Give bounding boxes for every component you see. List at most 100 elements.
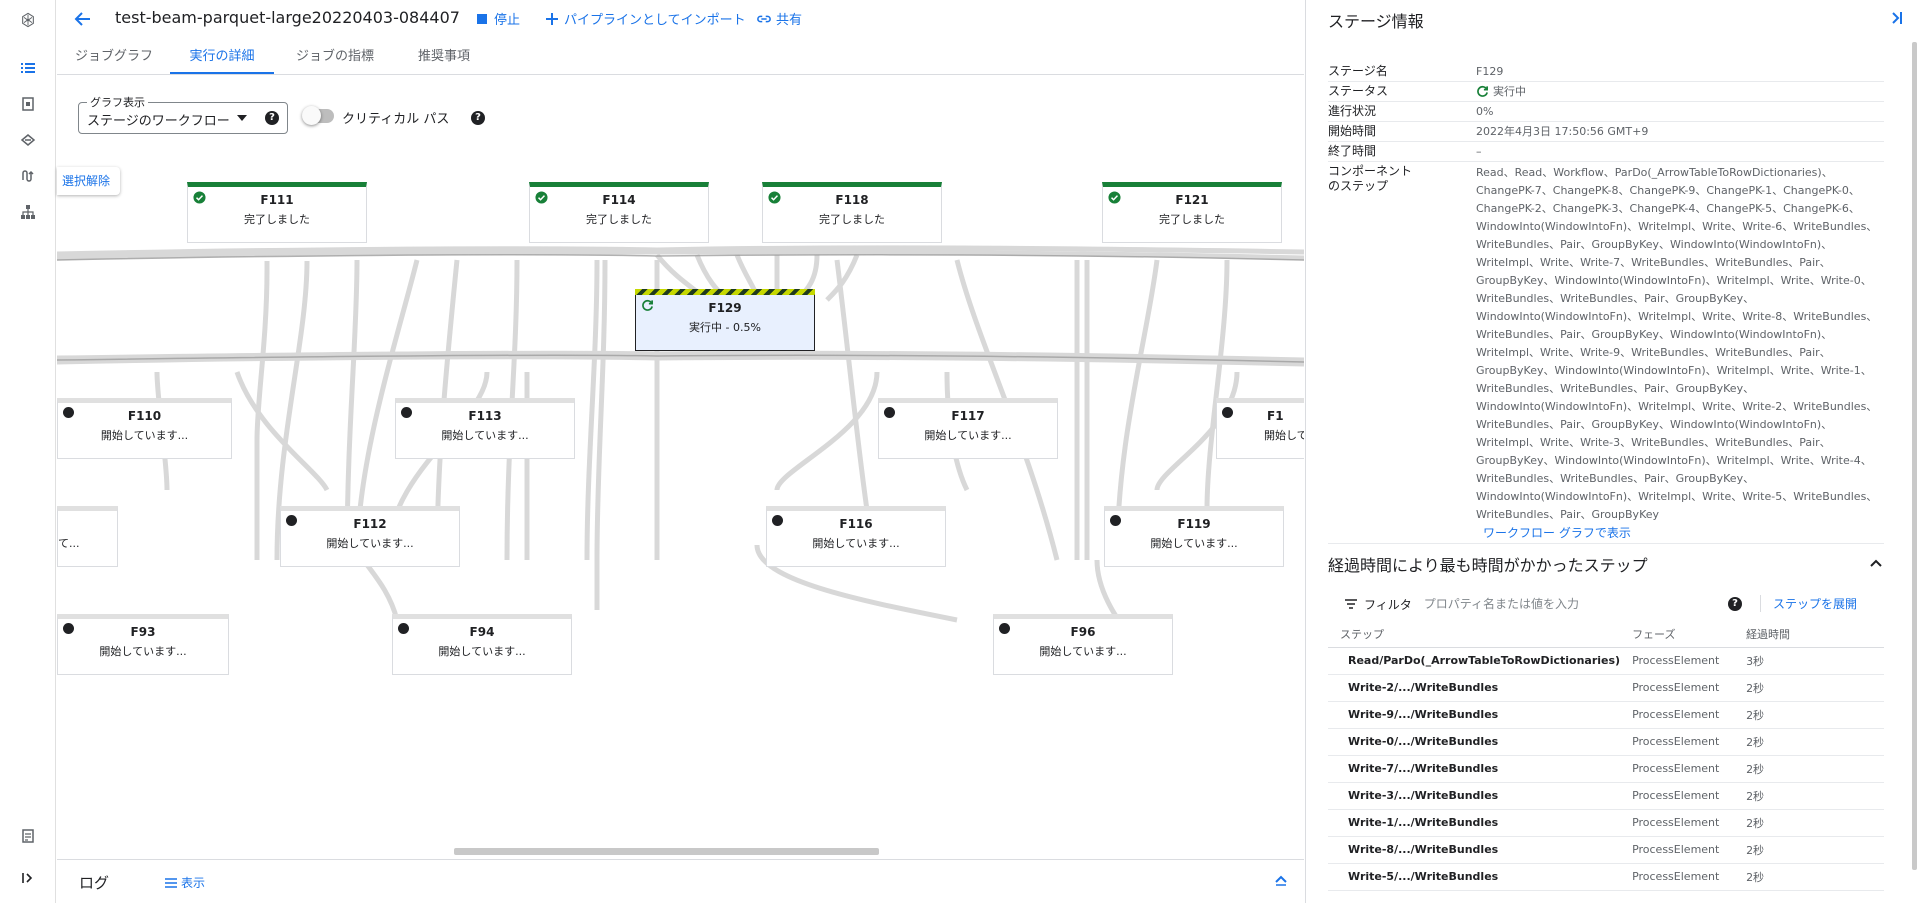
phase-cell: ProcessElement [1620, 755, 1735, 783]
info-key: コンポーネントのステップ [1328, 164, 1413, 193]
critical-path-label: クリティカル パス [342, 112, 450, 127]
stage-node-f121[interactable]: F121 完了しました [1102, 182, 1282, 243]
stop-icon [477, 13, 487, 24]
stage-node-f118[interactable]: F118 完了しました [762, 182, 942, 243]
stop-label: 停止 [494, 13, 521, 28]
job-title: test-beam-parquet-large20220403-084407 [115, 8, 460, 27]
tab-job-metrics[interactable]: ジョブの指標 [295, 49, 374, 64]
running-refresh-icon [1477, 85, 1488, 97]
expand-up-icon[interactable] [1273, 872, 1289, 888]
step-cell: Write-5/.../WriteBundles [1328, 863, 1621, 891]
phase-cell: ProcessElement [1620, 863, 1735, 891]
stage-node-f94[interactable]: F94 開始しています... [392, 614, 572, 675]
view-in-workflow-graph-link[interactable]: ワークフロー グラフで表示 [1483, 526, 1631, 540]
templates-icon[interactable] [16, 92, 40, 116]
dataflow-logo-icon[interactable] [14, 6, 42, 34]
pending-dot-icon [63, 407, 74, 418]
show-logs-button[interactable]: 表示 [165, 874, 205, 891]
stage-status: 開始しています... [100, 429, 189, 442]
release-notes-icon[interactable] [16, 824, 40, 848]
phase-cell: ProcessElement [1620, 701, 1735, 729]
sql-workspace-icon[interactable] [16, 200, 40, 224]
stage-status: 開始しています... [812, 537, 900, 550]
back-arrow-icon[interactable] [71, 7, 95, 31]
stage-node-f93[interactable]: F93 開始しています... [57, 614, 229, 675]
jobs-list-icon[interactable] [16, 56, 40, 80]
collapse-panel-icon[interactable] [1886, 8, 1906, 28]
stage-status: 完了しました [1159, 213, 1225, 226]
stage-node-f96[interactable]: F96 開始しています... [993, 614, 1173, 675]
column-header-phase[interactable]: フェーズ [1620, 622, 1735, 648]
check-circle-icon [1108, 191, 1121, 204]
list-icon [165, 877, 177, 888]
info-key: ステージ名 [1328, 64, 1388, 78]
stage-node-partial-left[interactable]: て... [57, 506, 118, 567]
stage-node-f113[interactable]: F113 開始しています... [395, 398, 575, 459]
stage-status: て... [58, 537, 80, 550]
table-row[interactable]: Write-5/.../WriteBundles ProcessElement … [1328, 863, 1884, 891]
column-header-elapsed[interactable]: 経過時間 [1734, 622, 1884, 648]
stage-node-f1-partial[interactable]: F1 開始して [1216, 398, 1304, 459]
expand-steps-button[interactable]: ステップを展開 [1760, 595, 1857, 612]
expand-rail-icon[interactable] [16, 866, 40, 890]
tab-execution-details[interactable]: 実行の詳細 [170, 40, 274, 74]
critical-path-help-icon[interactable]: ? [471, 111, 485, 125]
snapshots-icon[interactable] [16, 164, 40, 188]
info-row-stage-name: ステージ名 F129 [1328, 62, 1884, 82]
tab-recommendations[interactable]: 推奨事項 [417, 49, 470, 64]
table-row[interactable]: Write-0/.../WriteBundles ProcessElement … [1328, 728, 1884, 756]
stop-button[interactable]: 停止 [475, 9, 520, 28]
stage-workflow-graph[interactable]: F111 完了しました F114 完了しました F118 完了しました F121… [57, 140, 1304, 855]
component-steps-text: Read、Read、Workflow、ParDo(_ArrowTableToRo… [1476, 166, 1878, 521]
chevron-up-icon[interactable] [1868, 556, 1884, 572]
column-header-step[interactable]: ステップ [1328, 622, 1621, 648]
info-row-status: ステータス 実行中 [1328, 82, 1884, 102]
deselect-button[interactable]: 選択解除 [57, 167, 120, 195]
toggle-knob [302, 106, 321, 125]
stage-status: 開始しています... [924, 429, 1012, 442]
table-row[interactable]: Write-2/.../WriteBundles ProcessElement … [1328, 674, 1884, 702]
stage-node-f116[interactable]: F116 開始しています... [766, 506, 946, 567]
steps-filter-bar: フィルタ ? ステップを展開 [1328, 592, 1884, 616]
info-key: 開始時間 [1328, 124, 1377, 138]
steps-filter-input[interactable] [1423, 597, 1724, 611]
share-label: 共有 [776, 13, 803, 28]
check-circle-icon [535, 191, 548, 204]
stage-node-f110[interactable]: F110 開始しています... [57, 398, 232, 459]
info-key: ステータス [1328, 84, 1389, 98]
stage-node-f119[interactable]: F119 開始しています... [1104, 506, 1284, 567]
import-as-pipeline-button[interactable]: パイプラインとしてインポート [545, 9, 746, 28]
table-row[interactable]: Write-9/.../WriteBundles ProcessElement … [1328, 701, 1884, 729]
pending-dot-icon [1110, 515, 1121, 526]
table-row[interactable]: Read/ParDo(_ArrowTableToRowDictionaries)… [1328, 647, 1884, 675]
pipelines-icon[interactable] [16, 128, 40, 152]
phase-cell: ProcessElement [1620, 782, 1735, 810]
tab-job-graph[interactable]: ジョブグラフ [74, 49, 153, 64]
phase-cell: ProcessElement [1620, 836, 1735, 864]
elapsed-cell: 2秒 [1734, 674, 1884, 702]
stage-node-f112[interactable]: F112 開始しています... [280, 506, 460, 567]
table-row[interactable]: Write-7/.../WriteBundles ProcessElement … [1328, 755, 1884, 783]
elapsed-cell: 2秒 [1734, 836, 1884, 864]
dropdown-caret-icon [237, 115, 247, 121]
stage-name: F93 [130, 625, 156, 639]
panel-title: ステージ情報 [1328, 12, 1424, 31]
stage-node-f111[interactable]: F111 完了しました [187, 182, 367, 243]
table-row[interactable]: Write-3/.../WriteBundles ProcessElement … [1328, 782, 1884, 810]
table-row[interactable]: Write-1/.../WriteBundles ProcessElement … [1328, 809, 1884, 837]
stage-name: F118 [835, 193, 869, 207]
graph-horizontal-scrollbar[interactable] [454, 848, 879, 855]
graph-view-help-icon[interactable]: ? [265, 111, 279, 125]
panel-scrollbar[interactable] [1912, 42, 1917, 870]
filter-help-icon[interactable]: ? [1728, 597, 1742, 611]
share-button[interactable]: 共有 [757, 9, 802, 28]
graph-view-select[interactable]: グラフ表示 ステージのワークフロー ? [78, 94, 288, 134]
stage-node-f117[interactable]: F117 開始しています... [878, 398, 1058, 459]
filter-icon [1345, 599, 1357, 609]
stage-node-f129[interactable]: F129 実行中 - 0.5% [635, 289, 815, 351]
table-row[interactable]: Write-8/.../WriteBundles ProcessElement … [1328, 836, 1884, 864]
critical-path-toggle[interactable] [302, 106, 334, 125]
stage-name: F94 [469, 625, 495, 639]
stage-node-f114[interactable]: F114 完了しました [529, 182, 709, 243]
